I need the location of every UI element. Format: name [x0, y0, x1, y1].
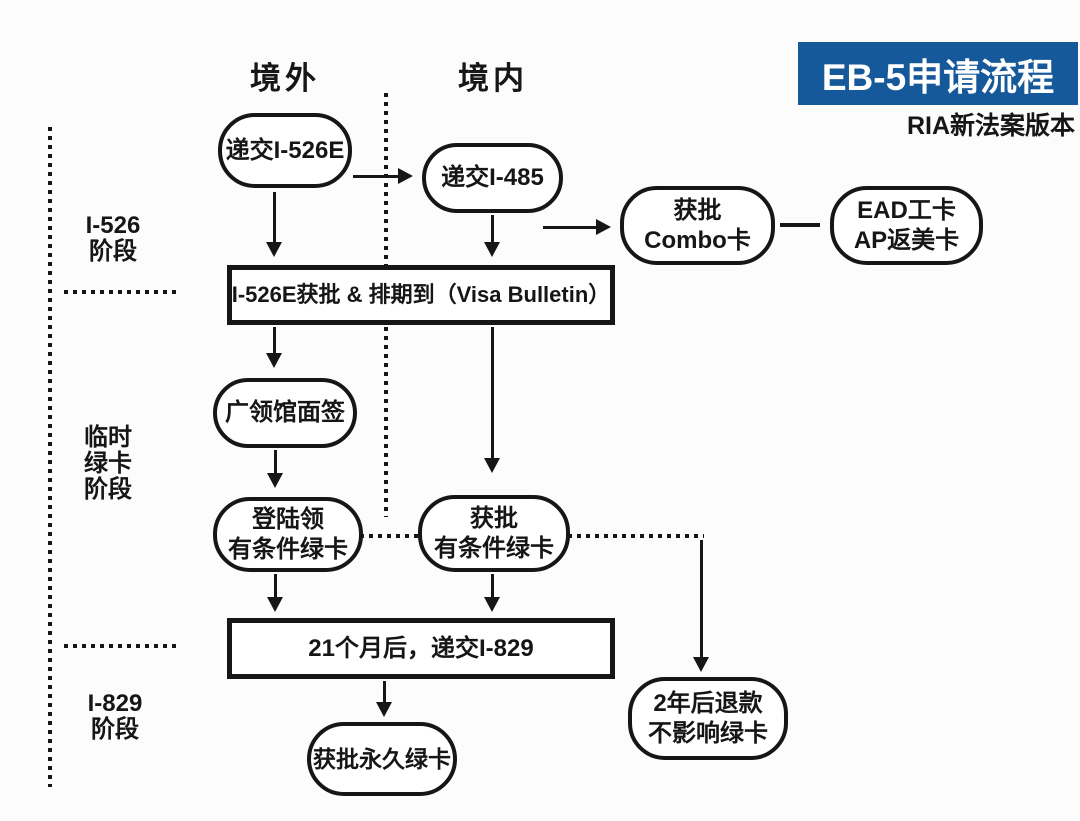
arrow-i485-down-line [491, 215, 494, 244]
arrow-box-to-consulate-line [273, 327, 276, 355]
phase-separator-1 [64, 290, 176, 294]
arrow-box-to-consulate-head [266, 353, 282, 368]
arrow-approve-to-i829-head [484, 597, 500, 612]
arrow-approve-to-i829-line [491, 574, 494, 599]
arrow-to-refund-line [700, 540, 703, 659]
arrow-land-to-i829-head [267, 597, 283, 612]
arrow-i829-to-permgc-line [383, 681, 386, 704]
arrow-i485-down-head [484, 242, 500, 257]
node-approved-conditional-gc: 获批 有条件绿卡 [418, 495, 570, 572]
connector-combo-to-ead [780, 223, 820, 227]
node-ead-card: EAD工卡 AP返美卡 [830, 186, 983, 265]
arrow-i526e-to-i485-head [398, 168, 413, 184]
arrow-to-combo-line [543, 226, 598, 229]
arrow-consulate-to-land-line [274, 450, 277, 475]
node-permanent-gc: 获批永久绿卡 [307, 722, 457, 796]
column-header-domestic: 境内 [458, 61, 528, 96]
phase-label-i526: I-526 阶段 [85, 212, 141, 265]
phase-rail-dotted-line [48, 127, 52, 787]
arrow-i526e-to-i485-line [353, 175, 399, 178]
arrow-i526e-down-line [273, 192, 276, 244]
arrow-to-refund-head [693, 657, 709, 672]
arrow-consulate-to-land-head [267, 473, 283, 488]
column-header-overseas: 境外 [250, 61, 320, 96]
dotted-connector-approve-to-refund [568, 534, 704, 538]
phase-separator-2 [64, 644, 176, 648]
node-refund: 2年后退款 不影响绿卡 [628, 677, 788, 760]
title-banner: EB-5申请流程 [798, 42, 1078, 105]
node-submit-i485: 递交I-485 [422, 143, 563, 213]
dotted-connector-land-to-approve [360, 534, 420, 538]
node-landing-conditional-gc: 登陆领 有条件绿卡 [213, 497, 363, 572]
phase-label-i829: I-829 阶段 [87, 690, 143, 743]
node-submit-i526e: 递交I-526E [218, 113, 352, 188]
arrow-box-to-approve-head [484, 458, 500, 473]
node-visa-bulletin: I-526E获批 & 排期到（Visa Bulletin） [227, 265, 615, 325]
arrow-to-combo-head [596, 219, 611, 235]
node-combo-card: 获批 Combo卡 [620, 186, 775, 265]
arrow-i829-to-permgc-head [376, 702, 392, 717]
title-subtitle: RIA新法案版本 [906, 112, 1075, 140]
node-consulate-interview: 广领馆面签 [213, 378, 357, 448]
phase-label-temp-gc: 临时 绿卡 阶段 [84, 424, 132, 503]
node-file-i829: 21个月后，递交I-829 [227, 618, 615, 679]
page-title: EB-5申请流程 [821, 56, 1055, 98]
arrow-box-to-approve-line [491, 327, 494, 460]
arrow-i526e-down-head [266, 242, 282, 257]
arrow-land-to-i829-line [274, 574, 277, 599]
